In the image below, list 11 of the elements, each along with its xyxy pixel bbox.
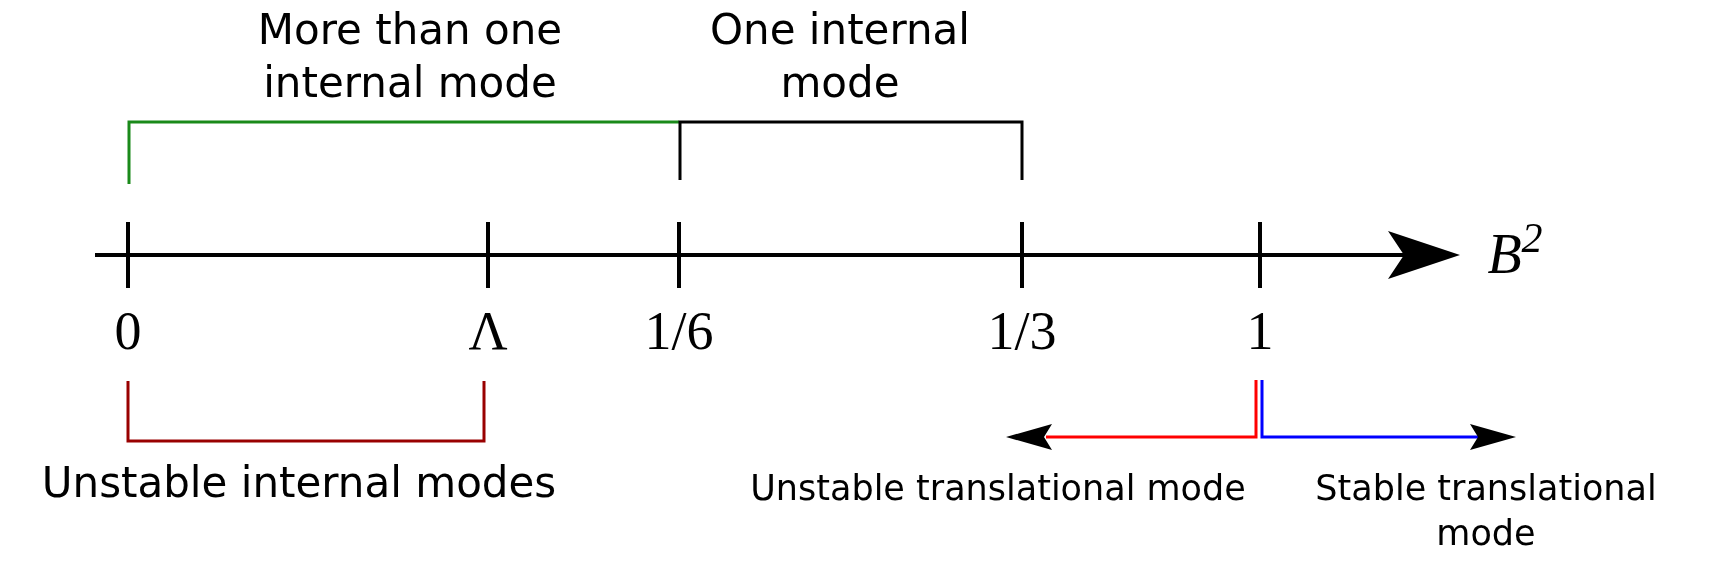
tick-label: 0: [114, 301, 142, 361]
tick-label: 1/3: [987, 301, 1057, 361]
range-label: More than one internal mode: [257, 5, 563, 107]
range-label: Unstable translational mode: [750, 468, 1246, 508]
axis-label: B$^{2}$: [1487, 223, 1543, 285]
range-label: Unstable internal modes: [41, 458, 557, 507]
tick-label: 1: [1246, 301, 1274, 361]
tick-label: 1/6: [644, 301, 714, 361]
range-label: Stable translational mode: [1315, 468, 1657, 553]
tick-label: Λ: [468, 301, 508, 361]
range-label: One internal mode: [710, 5, 970, 107]
